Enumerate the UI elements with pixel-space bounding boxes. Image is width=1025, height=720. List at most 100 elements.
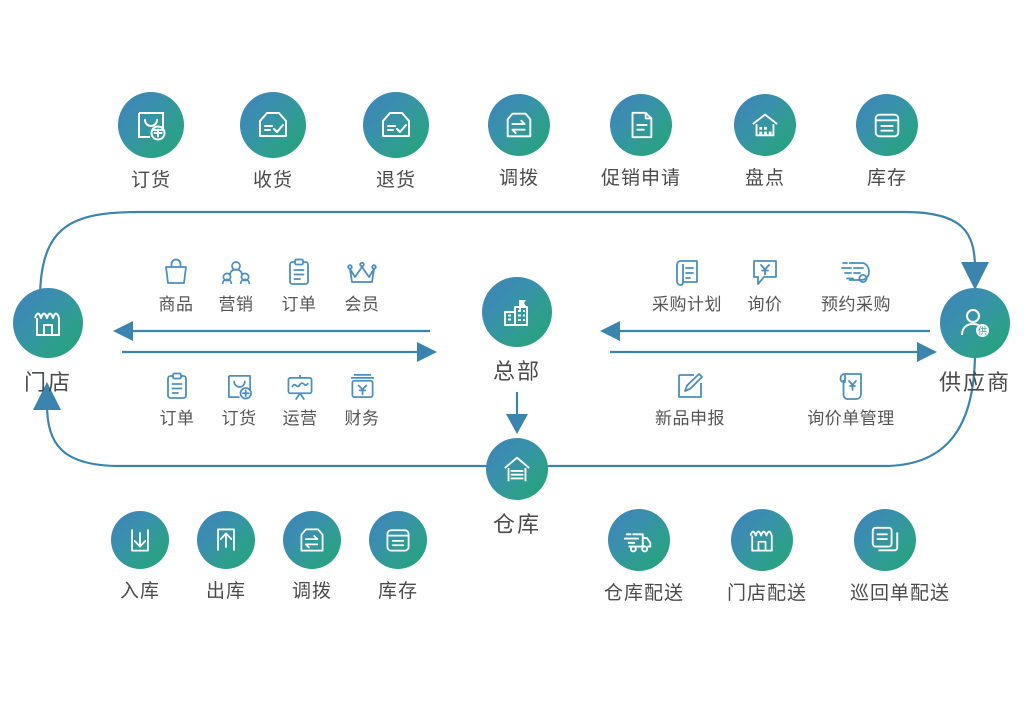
- feature-label: 询价: [747, 295, 783, 314]
- svg-text:供: 供: [978, 325, 987, 336]
- inbound-arrow-down-icon: [111, 511, 169, 569]
- node-top-tuihuo[interactable]: 退货: [355, 92, 437, 192]
- node-core-hq[interactable]: 总部: [481, 277, 553, 386]
- outbound-arrow-up-icon: [197, 511, 255, 569]
- headquarters-building-icon: [482, 277, 552, 347]
- order-goods-bag-plus-icon: [118, 92, 184, 158]
- node-core-store[interactable]: 门店: [12, 288, 84, 397]
- feature-dingdan-upper[interactable]: 订单: [251, 252, 347, 315]
- node-label: 调拨: [498, 168, 539, 189]
- price-inquiry-yen-bubble-icon: [724, 252, 806, 286]
- feature-label: 会员: [344, 295, 380, 314]
- arrowhead-outer-bottom: [33, 382, 61, 410]
- feature-label: 新品申报: [655, 409, 725, 428]
- feature-yingxiao[interactable]: 营销: [188, 252, 284, 315]
- node-top-diaobo[interactable]: 调拨: [478, 94, 560, 190]
- inventory-box-lines-icon: [856, 94, 918, 156]
- new-product-pencil-icon: [638, 366, 742, 400]
- shopping-bag-icon: [128, 252, 224, 286]
- node-br-cangkupeisong[interactable]: 仓库配送: [604, 509, 685, 605]
- feature-dinghuo-lower[interactable]: 订货: [191, 366, 287, 429]
- node-label: 库存: [866, 168, 907, 189]
- feature-yuyuecaigou[interactable]: 预约采购: [801, 252, 911, 315]
- node-label: 出库: [205, 581, 246, 602]
- scheduled-purchase-truck-icon: [801, 252, 911, 286]
- node-top-pandian[interactable]: 盘点: [724, 94, 806, 190]
- feature-label: 采购计划: [652, 295, 722, 314]
- arrowhead-supplier-to-hq: [600, 321, 620, 341]
- feature-caiwu[interactable]: 财务: [314, 366, 410, 429]
- arrowhead-outer-top: [961, 262, 989, 290]
- feature-xunjia[interactable]: 询价: [724, 252, 806, 315]
- return-goods-box-check-icon: [363, 92, 429, 158]
- arrowhead-hq-to-store: [113, 321, 133, 341]
- feature-label: 营销: [218, 295, 254, 314]
- warehouse-icon: [486, 438, 548, 500]
- feature-label: 运营: [282, 409, 318, 428]
- node-bl-diaobo[interactable]: 调拨: [278, 511, 346, 603]
- stacked-documents-icon: [854, 509, 916, 571]
- receive-goods-box-check-icon: [240, 92, 306, 158]
- feature-shangpin[interactable]: 商品: [128, 252, 224, 315]
- stocktaking-house-icon: [734, 94, 796, 156]
- feature-label: 询价单管理: [807, 409, 895, 428]
- node-br-mendianpeisong[interactable]: 门店配送: [727, 509, 806, 605]
- feature-label: 商品: [158, 295, 194, 314]
- promotion-document-icon: [610, 94, 672, 156]
- clipboard-order-icon: [251, 252, 347, 286]
- operations-chart-board-icon: [252, 366, 348, 400]
- node-bl-ruku[interactable]: 入库: [106, 511, 174, 603]
- flow-outer-bottom: [45, 351, 977, 468]
- node-label: 仓库: [492, 512, 541, 537]
- feature-label: 预约采购: [821, 295, 891, 314]
- node-bl-chuku[interactable]: 出库: [192, 511, 260, 603]
- crown-member-icon: [314, 252, 410, 286]
- transfer-box-arrows-icon: [283, 511, 341, 569]
- inventory-box-lines-icon: [369, 511, 427, 569]
- feature-caigoujihua[interactable]: 采购计划: [632, 252, 742, 315]
- node-label: 门店: [23, 370, 72, 395]
- node-label: 供应商: [939, 370, 1012, 395]
- node-label: 总部: [492, 359, 541, 384]
- feature-label: 订单: [159, 409, 195, 428]
- finance-yen-box-icon: [314, 366, 410, 400]
- node-label: 库存: [377, 581, 418, 602]
- supplier-person-icon: 供: [940, 288, 1010, 358]
- node-label: 收货: [252, 170, 293, 191]
- feature-label: 订货: [221, 409, 257, 428]
- node-label: 盘点: [744, 168, 785, 189]
- arrowhead-store-to-hq: [417, 342, 437, 362]
- feature-label: 财务: [344, 409, 380, 428]
- feature-label: 订单: [281, 295, 317, 314]
- node-core-warehouse[interactable]: 仓库: [485, 438, 549, 539]
- arrowhead-hq-to-warehouse: [506, 414, 528, 434]
- node-label: 促销申请: [600, 168, 681, 189]
- flow-outer-top: [38, 210, 977, 301]
- node-label: 退货: [375, 170, 416, 191]
- storefront-icon: [731, 509, 793, 571]
- feature-xinpinshenbao[interactable]: 新品申报: [638, 366, 742, 429]
- node-label: 巡回单配送: [850, 583, 951, 604]
- node-top-kucun[interactable]: 库存: [846, 94, 928, 190]
- marketing-group-icon: [188, 252, 284, 286]
- clipboard-order-icon: [129, 366, 225, 400]
- feature-huiyuan[interactable]: 会员: [314, 252, 410, 315]
- node-top-cuxiaoshenqing[interactable]: 促销申请: [600, 94, 682, 190]
- feature-xunjiadanguanli[interactable]: 询价单管理: [793, 366, 909, 429]
- node-top-shouhuo[interactable]: 收货: [232, 92, 314, 192]
- delivery-truck-icon: [608, 509, 670, 571]
- feature-dingdan-lower[interactable]: 订单: [129, 366, 225, 429]
- inquiry-sheet-yen-icon: [793, 366, 909, 400]
- storefront-icon: [13, 288, 83, 358]
- node-top-dinghuo[interactable]: 订货: [110, 92, 192, 192]
- feature-yunying[interactable]: 运营: [252, 366, 348, 429]
- order-goods-bag-plus-icon: [191, 366, 287, 400]
- node-label: 入库: [119, 581, 160, 602]
- node-br-xunhuidanpeisong[interactable]: 巡回单配送: [850, 509, 951, 605]
- arrowhead-hq-to-supplier: [917, 342, 937, 362]
- node-label: 仓库配送: [604, 583, 685, 604]
- node-bl-kucun[interactable]: 库存: [364, 511, 432, 603]
- node-core-supplier[interactable]: 供 供应商: [939, 288, 1011, 397]
